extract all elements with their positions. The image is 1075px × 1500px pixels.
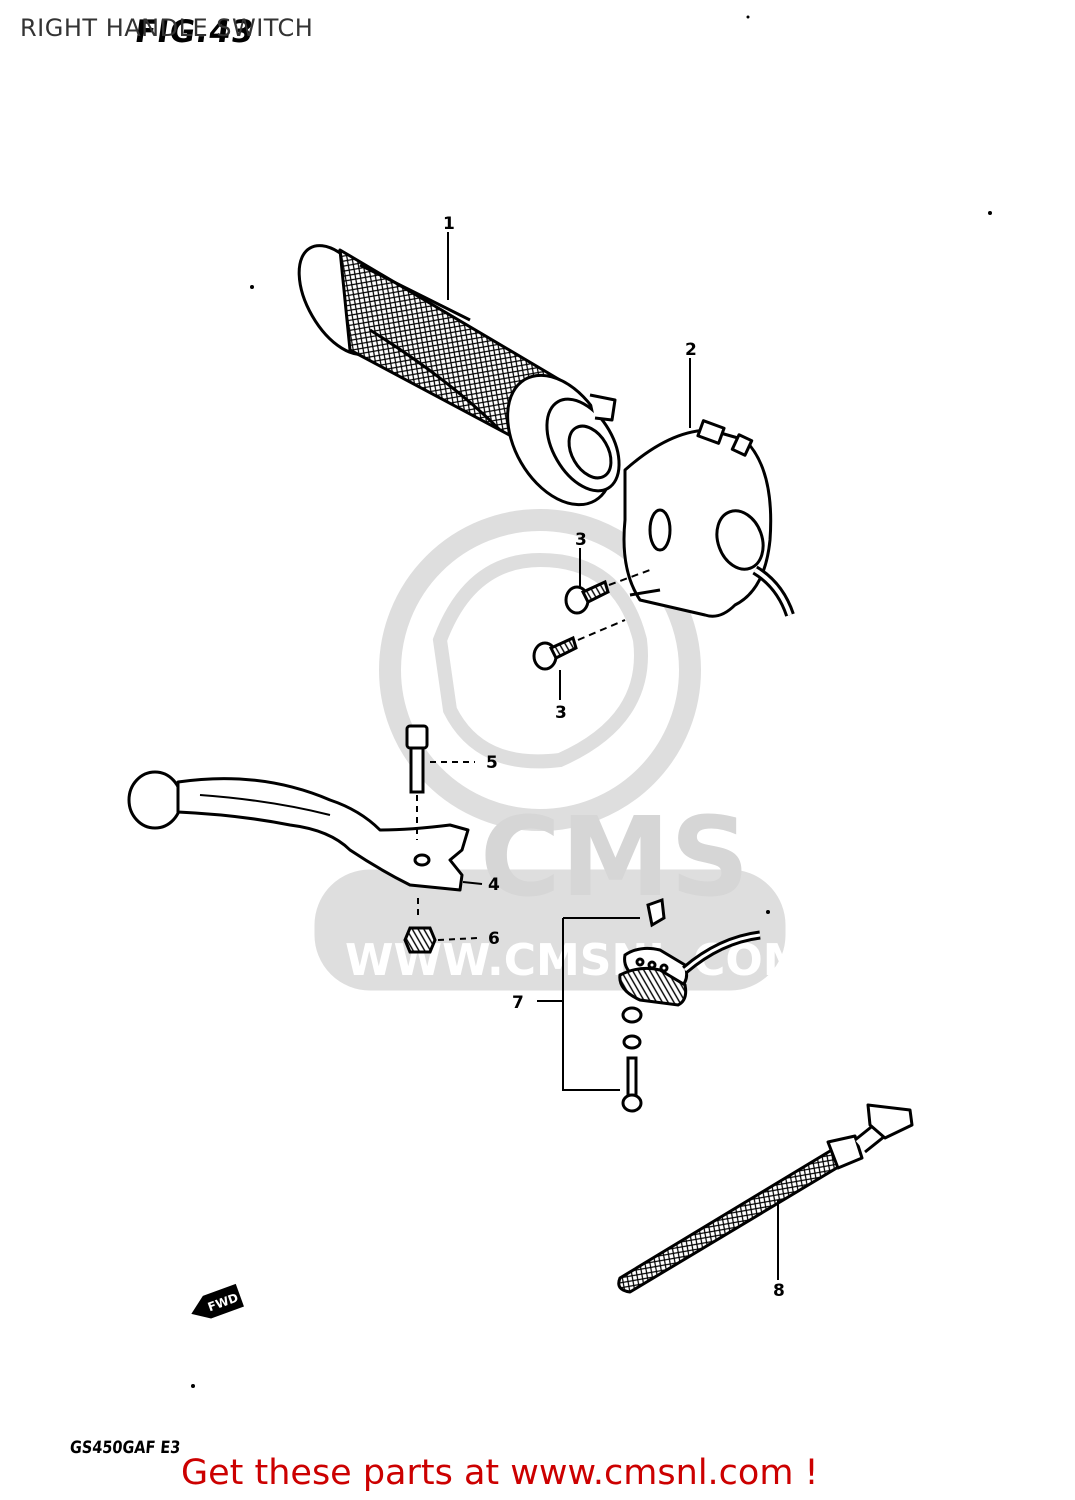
callout-8: 8 [773, 1281, 785, 1301]
grip-part-1 [297, 244, 621, 507]
watermark-face [432, 552, 648, 769]
leader-4 [462, 881, 483, 885]
watermark-badge-ring [379, 509, 701, 831]
scan-specks [191, 15, 992, 1388]
callout-7: 7 [512, 993, 524, 1013]
callout-4: 4 [488, 875, 500, 895]
fwd-arrow-icon: FWD [191, 1283, 244, 1319]
page-title: RIGHT HANDLE SWITCH [20, 14, 314, 42]
clamp-band-part-8 [617, 1103, 914, 1294]
nut-part-6 [403, 898, 479, 954]
callout-1: 1 [443, 214, 455, 234]
watermark-brand: CMS [480, 793, 749, 921]
footer-cta[interactable]: Get these parts at www.cmsnl.com ! [181, 1453, 819, 1493]
lever-part-4 [127, 770, 470, 892]
screw-lower-part-3 [532, 619, 626, 671]
screw-upper-part-3 [564, 569, 651, 615]
switch-housing-part-2 [622, 419, 795, 618]
callout-6: 6 [488, 929, 500, 949]
model-code: GS450GAF E3 [69, 1438, 182, 1458]
bolt-part-5 [405, 724, 475, 840]
callout-5: 5 [486, 753, 498, 773]
callout-2: 2 [685, 340, 697, 360]
callout-3-lower: 3 [555, 703, 567, 723]
stop-switch-set-part-7 [537, 897, 761, 1113]
callout-3-upper: 3 [575, 530, 587, 550]
leader-lines [447, 232, 779, 1280]
